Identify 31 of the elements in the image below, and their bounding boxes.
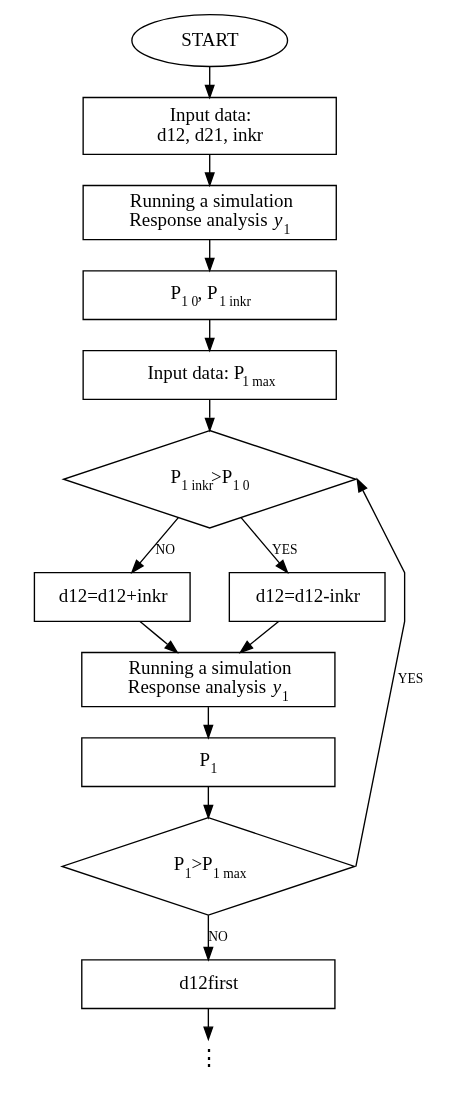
edge-label: NO — [207, 928, 228, 944]
arrow — [130, 516, 179, 574]
edge-label: YES — [397, 670, 423, 686]
node-box: Running a simulation Response analysis y$_{1}$ — [80, 651, 336, 708]
arrow — [204, 239, 215, 273]
arrow — [204, 319, 215, 353]
arrow — [202, 785, 214, 820]
node-ellipse: START — [130, 13, 288, 68]
node-box: Running a simulation Response analysis y$_{1}$ — [81, 184, 337, 241]
arrow — [238, 620, 279, 654]
node-box: d12first — [80, 959, 336, 1010]
node-box: P$_{1 0}$, P$_{1 inkr}$ — [81, 270, 337, 321]
arrow — [204, 398, 215, 433]
edge-label: NO — [155, 541, 175, 557]
node-box: d12=d12+inkr — [33, 572, 191, 623]
arrow — [202, 706, 214, 740]
arrow — [239, 516, 289, 574]
node-box: Input data: P$_{1 max}$ — [81, 350, 337, 401]
arrow — [138, 620, 179, 654]
arrow — [354, 477, 405, 868]
node-box: P$_{1}$ — [80, 737, 336, 788]
node-diamond: P$_{1}$>P$_{1 max}$ — [59, 816, 357, 916]
arrow — [202, 1008, 214, 1042]
arrow — [204, 154, 215, 188]
node-text: ⋮ — [197, 1046, 220, 1071]
edge-label: YES — [271, 541, 298, 557]
node-box: Input data: d12, d21, inkr — [81, 96, 337, 156]
node-box: d12=d12-inkr — [228, 572, 386, 623]
arrow — [202, 914, 214, 962]
arrow — [204, 66, 215, 100]
node-diamond: P$_{1 inkr}$>P$_{1 0}$ — [60, 429, 358, 529]
